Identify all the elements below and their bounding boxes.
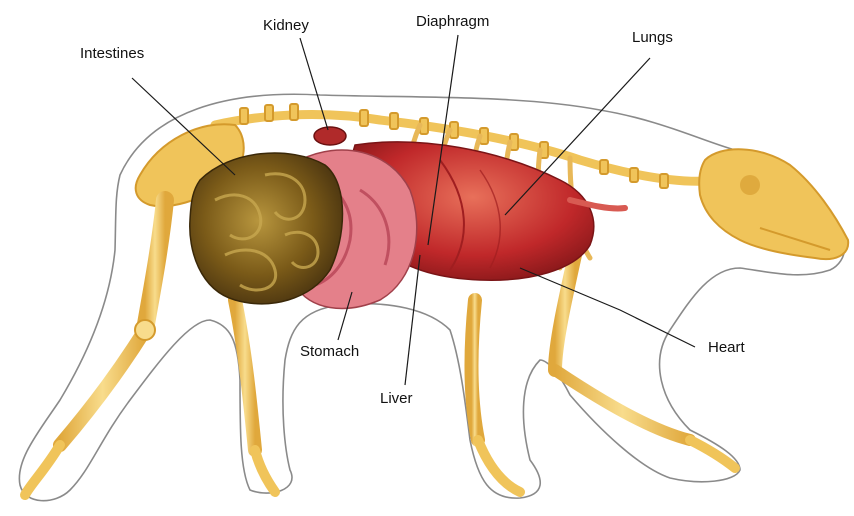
label-heart: Heart bbox=[708, 339, 745, 357]
label-stomach: Stomach bbox=[300, 343, 359, 361]
front-leg-bones bbox=[472, 255, 735, 492]
leader-heart bbox=[520, 268, 695, 347]
leader-liver bbox=[405, 255, 420, 385]
label-intestines: Intestines bbox=[80, 45, 144, 63]
label-liver: Liver bbox=[380, 390, 413, 408]
label-lungs: Lungs bbox=[632, 29, 673, 47]
label-kidney: Kidney bbox=[263, 17, 309, 35]
label-diaphragm: Diaphragm bbox=[416, 13, 489, 31]
skull bbox=[699, 149, 848, 259]
kidney-shape bbox=[314, 127, 346, 145]
